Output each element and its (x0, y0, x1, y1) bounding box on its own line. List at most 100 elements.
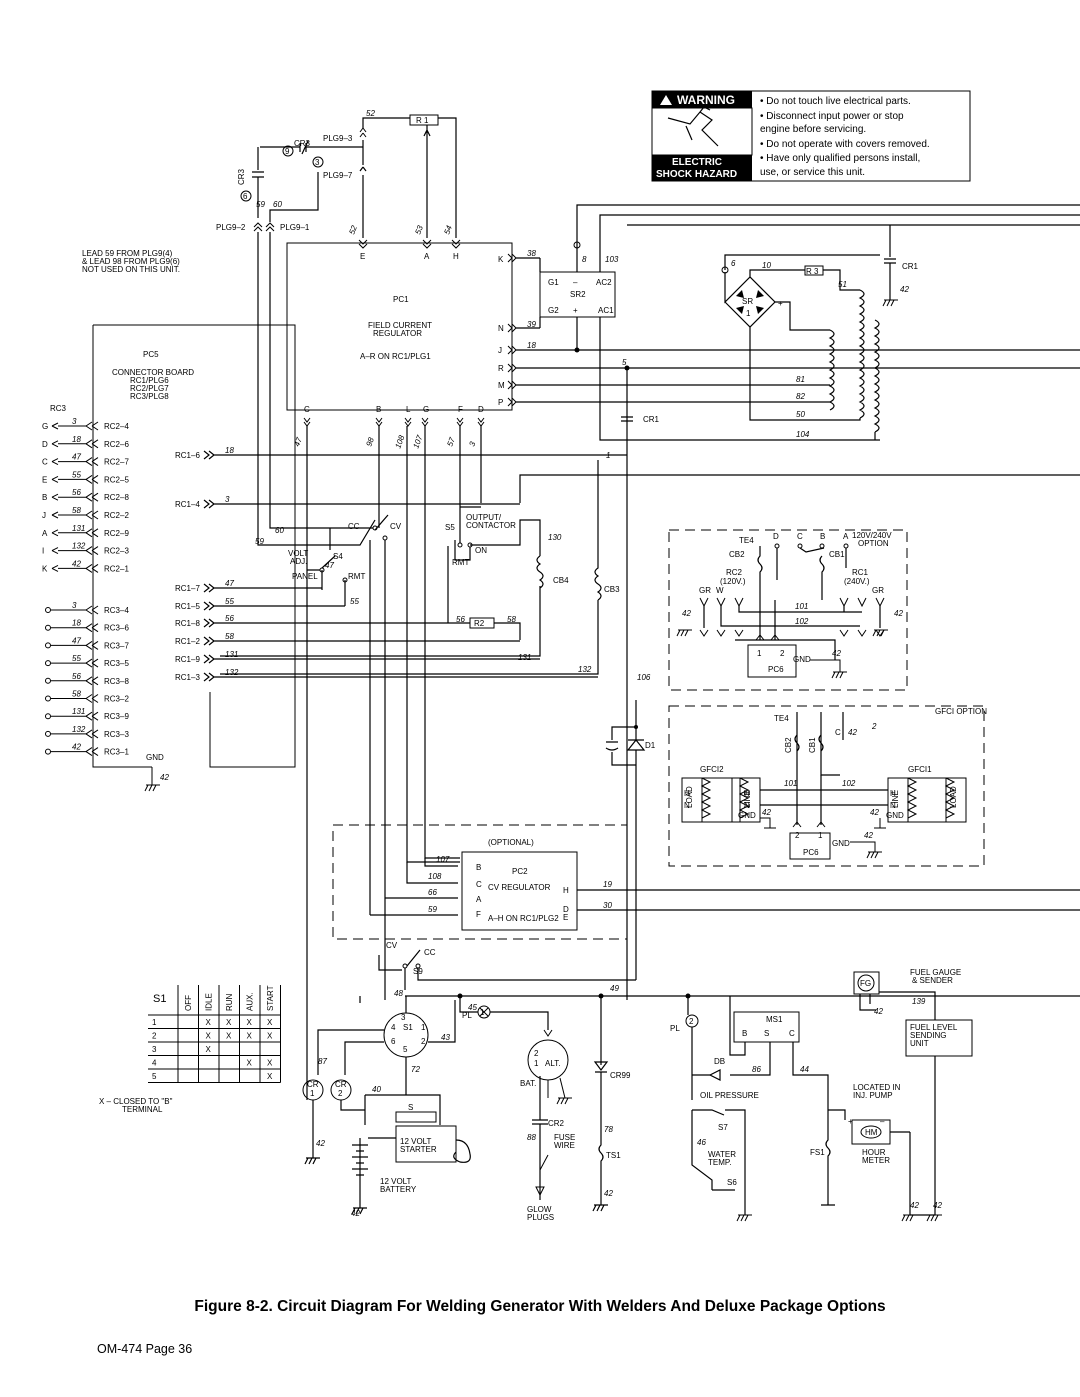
rc3-row-wire: 58 (72, 690, 81, 699)
svg-text:86: 86 (752, 1065, 761, 1074)
svg-text:TEMP.: TEMP. (708, 1158, 731, 1167)
rc2-row-letter: E (42, 475, 47, 484)
rc1-row-wire-line (203, 636, 520, 646)
rc3-row-wire: 55 (72, 654, 81, 663)
ms1-relay (733, 1011, 800, 1043)
rc3-row-socket (45, 642, 51, 649)
svg-text:42: 42 (682, 609, 691, 618)
rc1-row-label: RC1–3 (175, 673, 200, 682)
svg-text:AC1: AC1 (598, 306, 614, 315)
svg-text:A: A (843, 532, 849, 541)
svg-text:FIELD CURRENT: FIELD CURRENT (368, 321, 432, 330)
svg-text:39: 39 (527, 320, 536, 329)
svg-text:BATTERY: BATTERY (380, 1185, 417, 1194)
svg-text:42: 42 (160, 773, 169, 782)
note-line: & LEAD 98 FROM PLG9(6) (82, 257, 180, 266)
svg-text:LINE: LINE (743, 790, 752, 808)
svg-text:GND: GND (146, 753, 164, 762)
svg-text:59: 59 (255, 537, 264, 546)
svg-text:RC3: RC3 (50, 404, 67, 413)
svg-text:2: 2 (534, 1049, 539, 1058)
svg-text:58: 58 (507, 615, 516, 624)
svg-text:CR: CR (335, 1080, 347, 1089)
s1-table-cell: X (267, 1032, 273, 1041)
svg-text:42: 42 (933, 1201, 942, 1210)
svg-text:OPTION: OPTION (858, 539, 889, 548)
svg-text:CR: CR (307, 1080, 319, 1089)
svg-text:PC6: PC6 (803, 848, 819, 857)
rc2-row-wire: 55 (72, 470, 81, 479)
rc2-row-label: RC2–1 (104, 564, 129, 573)
svg-text:B: B (820, 532, 825, 541)
svg-text:CB1: CB1 (829, 550, 845, 559)
svg-text:PC2: PC2 (512, 867, 528, 876)
rc1-connector: RC1–618RC1–43RC1–747RC1–555RC1–856RC1–25… (175, 446, 627, 682)
rc1-row-wire: 18 (225, 446, 234, 455)
svg-text:RC1: RC1 (852, 568, 869, 577)
svg-text:BAT.: BAT. (520, 1079, 536, 1088)
svg-text:51: 51 (838, 280, 847, 289)
rc1-row-label: RC1–5 (175, 602, 200, 611)
rc1-row-wire-line (203, 450, 627, 460)
rc2-row-letter: I (42, 547, 44, 556)
svg-text:N: N (744, 801, 750, 810)
battery-icon (352, 1138, 368, 1185)
svg-text:PLG9–2: PLG9–2 (216, 223, 246, 232)
svg-text:PLG9–1: PLG9–1 (280, 223, 310, 232)
svg-text:RC3/PLG8: RC3/PLG8 (130, 392, 169, 401)
rc3-row-wire: 56 (72, 672, 81, 681)
svg-text:ADJ.: ADJ. (290, 557, 307, 566)
svg-text:PL: PL (462, 1011, 472, 1020)
rc3-row-label: RC3–8 (104, 677, 129, 686)
svg-text:SR: SR (742, 297, 753, 306)
rc1-row-wire: 3 (225, 495, 230, 504)
svg-text:TS1: TS1 (606, 1151, 621, 1160)
rc2-row-label: RC2–9 (104, 529, 129, 538)
svg-text:C: C (789, 1029, 795, 1038)
rc3-row-socket (45, 660, 51, 667)
svg-text:INJ. PUMP: INJ. PUMP (853, 1091, 893, 1100)
svg-text:C: C (476, 880, 482, 889)
rc2-row-letter: C (42, 458, 48, 467)
rc1-row-label: RC1–6 (175, 451, 200, 460)
svg-text:GR: GR (699, 586, 711, 595)
rc3-row-wire: 132 (72, 725, 86, 734)
svg-text:60: 60 (275, 526, 284, 535)
svg-text:CV REGULATOR: CV REGULATOR (488, 883, 551, 892)
svg-text:ON: ON (475, 546, 487, 555)
svg-text:S5: S5 (445, 523, 455, 532)
svg-text:B: B (742, 1029, 747, 1038)
rc1-row-label: RC1–7 (175, 584, 200, 593)
pc1-wiring (306, 257, 1080, 1100)
svg-text:5: 5 (622, 358, 627, 367)
pc5-connector-board: PC5 CONNECTOR BOARD RC1/PLG6 RC2/PLG7 RC… (50, 324, 296, 792)
svg-text:FUEL GAUGE: FUEL GAUGE (910, 968, 961, 977)
rc2-row-wire: 3 (72, 417, 77, 426)
s1-table-row-number: 1 (152, 1018, 157, 1027)
rc2-row-label: RC2–2 (104, 511, 129, 520)
svg-text:A–H ON RC1/PLG2: A–H ON RC1/PLG2 (488, 914, 559, 923)
svg-text:CR1: CR1 (643, 415, 660, 424)
rc3-row-socket (45, 607, 51, 613)
rc1-row-label: RC1–4 (175, 500, 200, 509)
svg-text:40: 40 (372, 1085, 381, 1094)
s1-table-header: IDLE (205, 993, 214, 1011)
svg-text:12 VOLT: 12 VOLT (400, 1137, 432, 1146)
svg-text:PC1: PC1 (393, 295, 409, 304)
rc2-row-label: RC2–5 (104, 475, 129, 484)
figure-caption: Figure 8-2. Circuit Diagram For Welding … (194, 1298, 886, 1315)
svg-text:GFCI1: GFCI1 (908, 765, 932, 774)
svg-text:CR2: CR2 (548, 1119, 565, 1128)
rc3-row-socket (45, 677, 51, 684)
svg-text:WATER: WATER (708, 1150, 736, 1159)
rc3-row-socket (45, 748, 51, 755)
rc2-row-letter: K (42, 564, 48, 573)
svg-text:N: N (890, 801, 896, 810)
rc1-row-wire: 55 (225, 597, 234, 606)
svg-text:47: 47 (292, 436, 304, 448)
warning-item: engine before servicing. (760, 124, 866, 135)
svg-text:CONNECTOR BOARD: CONNECTOR BOARD (112, 368, 194, 377)
svg-text:–: – (573, 278, 578, 287)
svg-text:F: F (458, 405, 463, 414)
